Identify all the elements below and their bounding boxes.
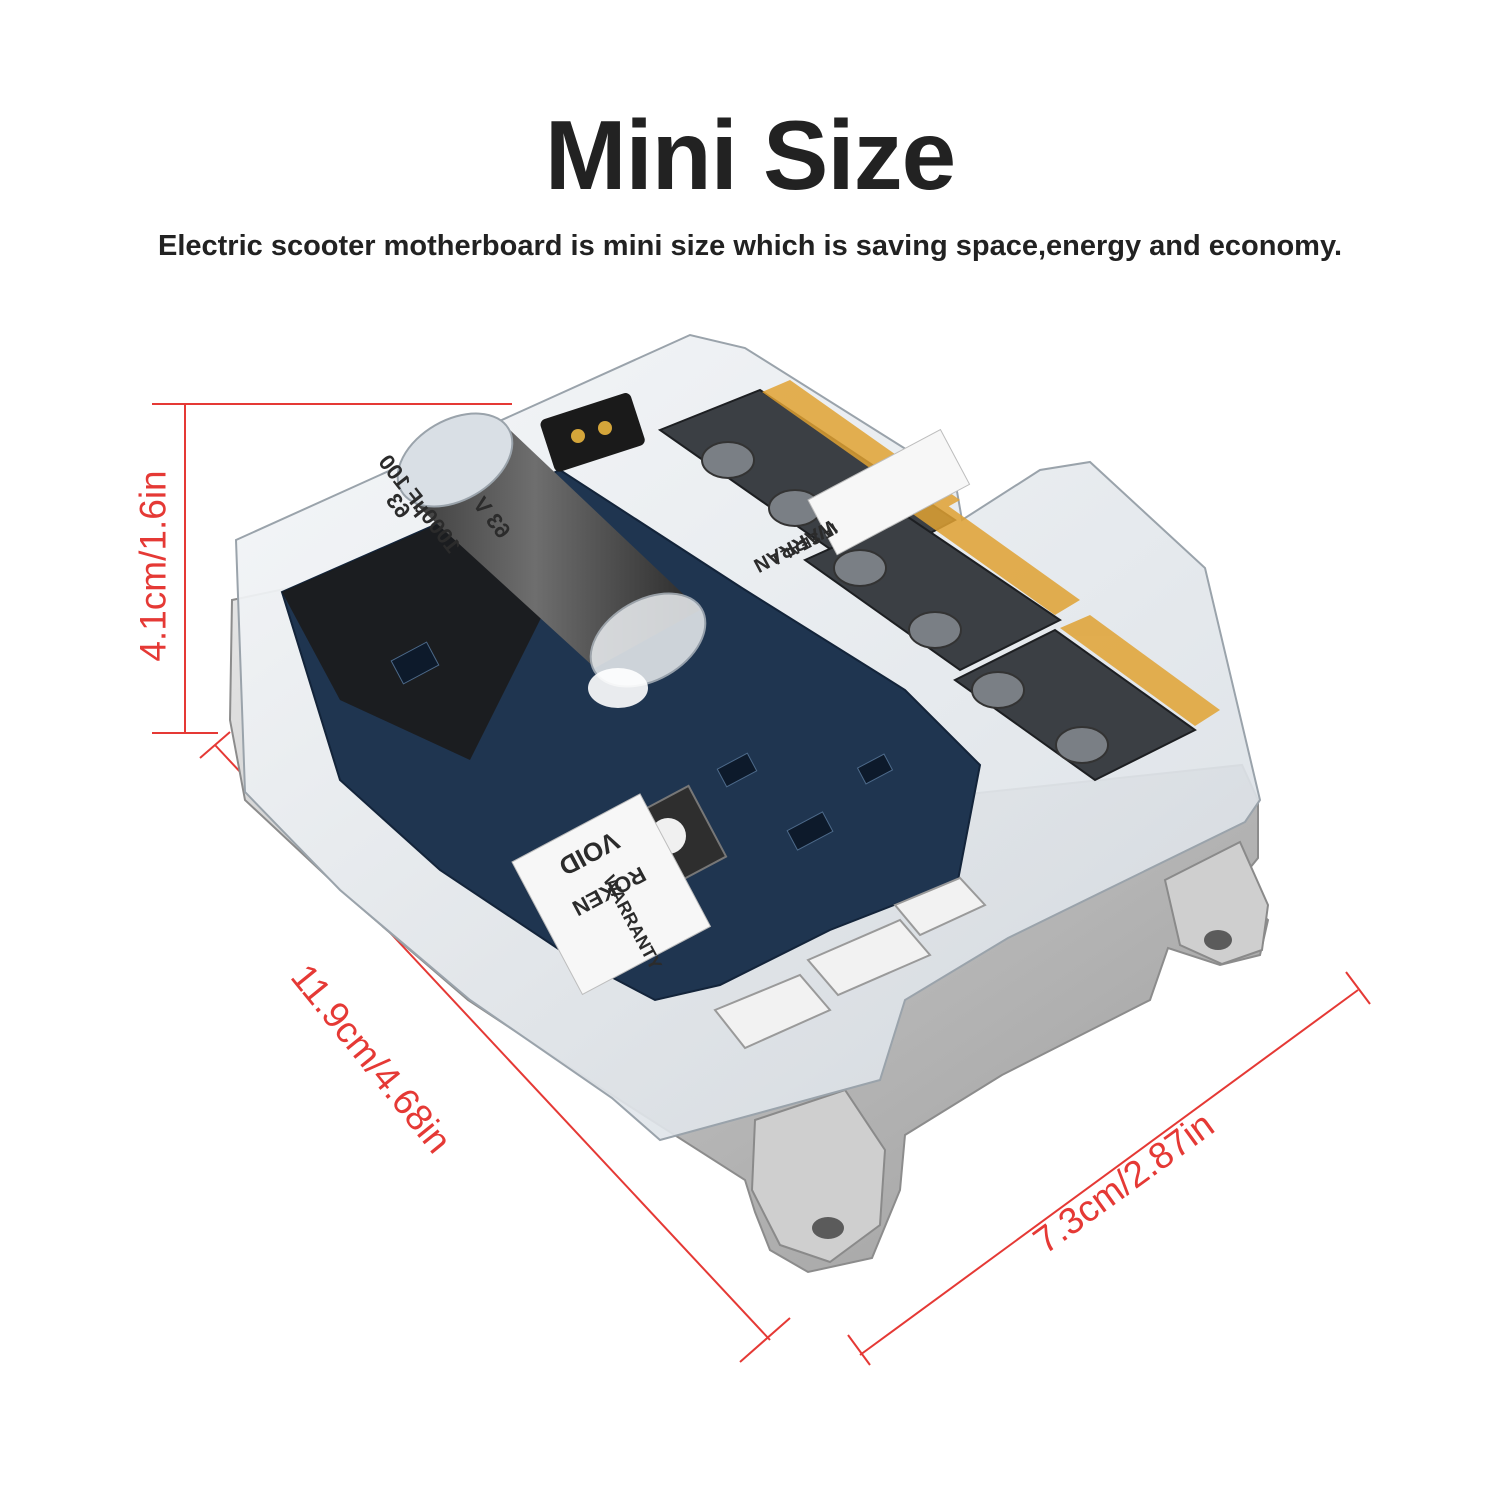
height-dimension-label: 4.1cm/1.6in — [132, 470, 174, 662]
mosfet-pads — [701, 441, 1109, 764]
page-subtitle: Electric scooter motherboard is mini siz… — [157, 230, 1342, 262]
mounting-hole-icon — [1204, 930, 1232, 950]
capacitor: 1000µF 100 63 V 63 — [373, 412, 707, 708]
transparent-cover — [234, 333, 1262, 1142]
mounting-hole-icon — [812, 1217, 844, 1239]
warranty-sticker-front: VOID ROKEN WARRANTY — [511, 793, 712, 996]
glue-blob — [588, 668, 648, 708]
width-dimension-line — [859, 989, 1359, 1356]
white-connectors — [713, 876, 987, 1050]
xt-power-connector — [540, 393, 645, 472]
mounting-ear-right — [1163, 840, 1270, 966]
mounting-ear-front — [750, 1088, 887, 1264]
page-title: Mini Size — [544, 100, 956, 210]
